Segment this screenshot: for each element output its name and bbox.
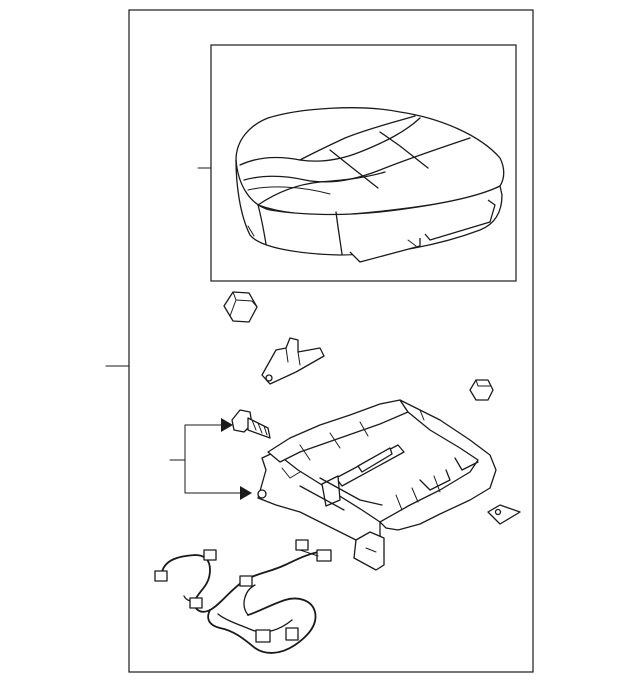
connector-icon (239, 575, 253, 587)
hex-nut-large-icon (223, 291, 258, 323)
wire-harness-icon (154, 539, 332, 654)
hex-nut-small-icon (469, 379, 494, 401)
bracket-icon (261, 337, 325, 385)
connector-icon (295, 539, 309, 551)
connector-icon (285, 627, 299, 641)
connector-icon (154, 570, 168, 582)
seat-cushion-icon (235, 107, 505, 263)
seat-frame-icon (257, 399, 521, 571)
connector-icon (203, 549, 217, 561)
bolt-icon (231, 409, 271, 439)
connector-icon (255, 629, 271, 643)
connector-icon (316, 549, 332, 562)
arrow-icon (221, 418, 233, 432)
callout-leader (169, 418, 252, 500)
connector-icon (189, 597, 203, 609)
arrow-icon (240, 486, 252, 500)
